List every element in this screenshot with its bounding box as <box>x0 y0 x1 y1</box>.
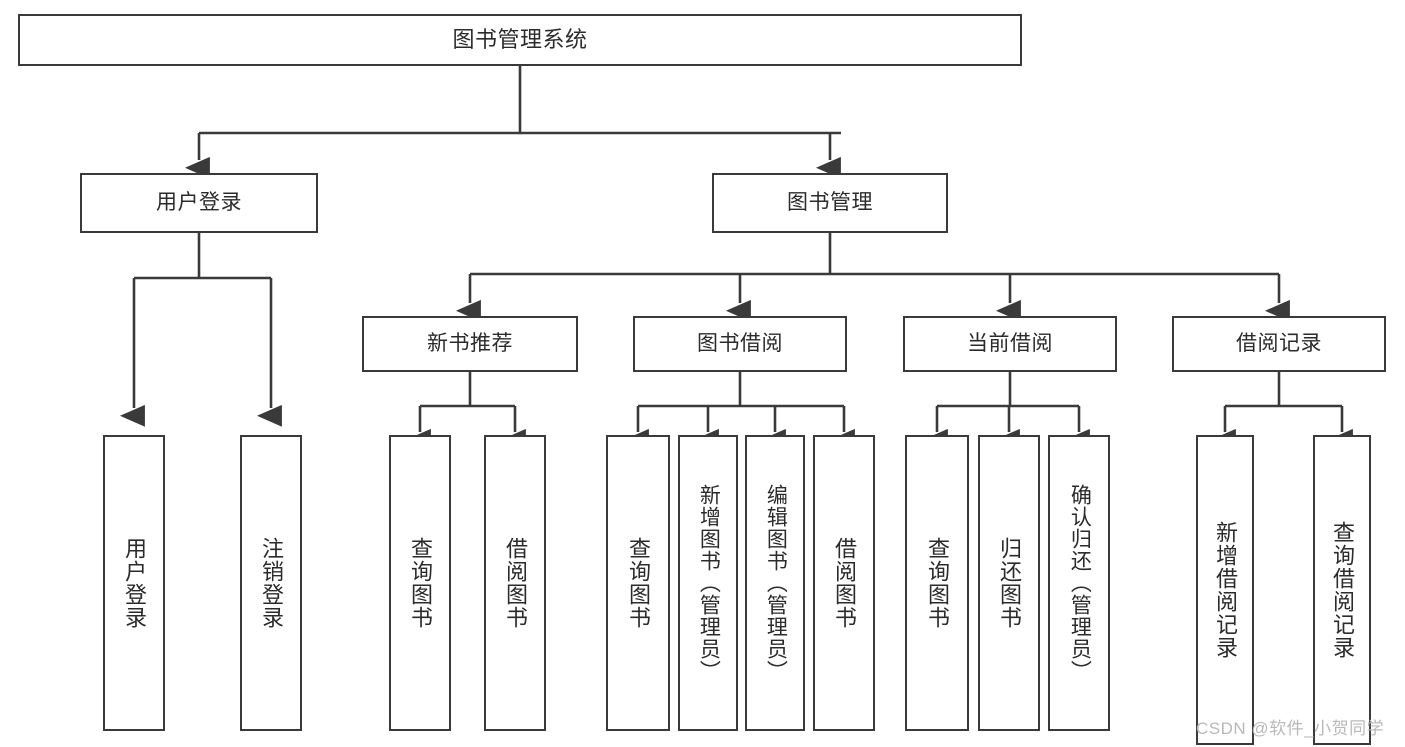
node-edit-book-admin[interactable]: 编辑图书（管理员） <box>745 435 805 731</box>
node-book-manage[interactable]: 图书管理 <box>712 173 948 233</box>
node-current-borrow-label: 当前借阅 <box>967 331 1053 355</box>
node-query-book-1[interactable]: 查询图书 <box>389 435 451 731</box>
node-user-login-leaf-label: 用户登录 <box>121 537 147 629</box>
node-add-borrow-record-label: 新增借阅记录 <box>1212 521 1238 659</box>
node-return-book[interactable]: 归还图书 <box>978 435 1040 731</box>
node-borrow-record-label: 借阅记录 <box>1236 331 1322 355</box>
node-query-book-2[interactable]: 查询图书 <box>606 435 670 731</box>
node-borrow-book-1-label: 借阅图书 <box>502 537 528 629</box>
node-query-book-2-label: 查询图书 <box>625 537 651 629</box>
node-query-borrow-record[interactable]: 查询借阅记录 <box>1313 435 1371 745</box>
node-confirm-return-admin-label: 确认归还（管理员） <box>1068 484 1092 682</box>
node-user-login[interactable]: 用户登录 <box>80 173 318 233</box>
node-query-book-3[interactable]: 查询图书 <box>905 435 969 731</box>
node-add-book-admin[interactable]: 新增图书（管理员） <box>678 435 738 731</box>
node-book-manage-label: 图书管理 <box>787 190 873 214</box>
node-borrow-book-2[interactable]: 借阅图书 <box>813 435 875 731</box>
node-root-label: 图书管理系统 <box>452 27 588 53</box>
node-user-login-leaf[interactable]: 用户登录 <box>103 435 165 731</box>
node-borrow-book-2-label: 借阅图书 <box>831 537 857 629</box>
node-user-logout-leaf-label: 注销登录 <box>258 537 284 629</box>
node-confirm-return-admin[interactable]: 确认归还（管理员） <box>1048 435 1110 731</box>
node-current-borrow[interactable]: 当前借阅 <box>903 316 1117 372</box>
watermark-text: CSDN @软件_小贺同学 <box>1196 719 1385 738</box>
node-query-borrow-record-label: 查询借阅记录 <box>1329 521 1355 659</box>
node-user-logout-leaf[interactable]: 注销登录 <box>240 435 302 731</box>
node-new-book-recommend-label: 新书推荐 <box>427 331 513 355</box>
node-borrow-record[interactable]: 借阅记录 <box>1172 316 1386 372</box>
node-book-borrow[interactable]: 图书借阅 <box>633 316 847 372</box>
node-user-login-label: 用户登录 <box>156 190 242 214</box>
node-return-book-label: 归还图书 <box>996 537 1022 629</box>
node-book-borrow-label: 图书借阅 <box>697 331 783 355</box>
node-add-borrow-record[interactable]: 新增借阅记录 <box>1196 435 1254 745</box>
node-root[interactable]: 图书管理系统 <box>18 14 1022 66</box>
node-new-book-recommend[interactable]: 新书推荐 <box>362 316 578 372</box>
node-query-book-1-label: 查询图书 <box>407 537 433 629</box>
node-add-book-admin-label: 新增图书（管理员） <box>697 484 721 682</box>
node-edit-book-admin-label: 编辑图书（管理员） <box>764 484 788 682</box>
node-borrow-book-1[interactable]: 借阅图书 <box>484 435 546 731</box>
node-query-book-3-label: 查询图书 <box>924 537 950 629</box>
